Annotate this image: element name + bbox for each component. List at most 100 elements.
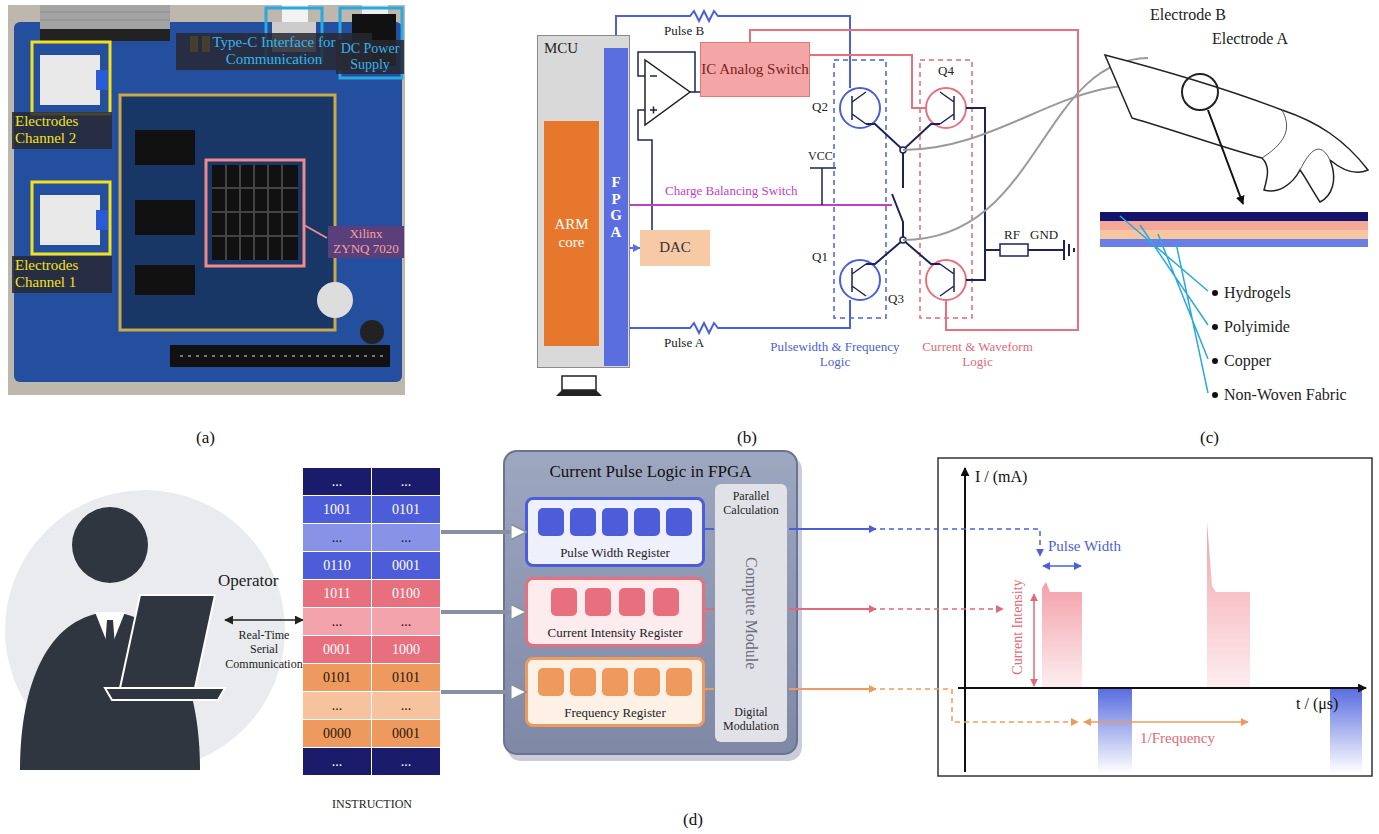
hand-illustration-part bbox=[1182, 74, 1218, 110]
board-photo-part bbox=[40, 5, 170, 31]
panel-title: Current Pulse Logic in FPGA bbox=[505, 462, 796, 482]
panel-letter: (b) bbox=[737, 428, 757, 448]
hand-illustration-part bbox=[1105, 55, 1368, 202]
pulse-chart-part bbox=[964, 468, 966, 772]
circuit-schematic-part bbox=[940, 92, 954, 124]
table-cell: 0100 bbox=[372, 580, 440, 607]
circuit-schematic-part bbox=[852, 92, 866, 124]
part-label: GND bbox=[1030, 228, 1058, 243]
board-photo-part bbox=[96, 210, 108, 230]
group-label: Pulsewidth & Frequency Logic bbox=[765, 340, 905, 370]
connector bbox=[441, 690, 525, 694]
register-cell bbox=[602, 668, 628, 696]
register-cells bbox=[528, 500, 702, 546]
register-cell bbox=[653, 588, 679, 616]
table-cell: 1001 bbox=[303, 496, 371, 523]
pulse-chart-part bbox=[1043, 565, 1081, 567]
board-photo-part bbox=[304, 225, 327, 238]
box-label: IC Analog Switch bbox=[701, 61, 809, 78]
fpga-block: FPGA bbox=[604, 48, 628, 366]
table-cell: 0001 bbox=[372, 552, 440, 579]
port-label: Electrodes Channel 1 bbox=[12, 256, 112, 293]
pulse-chart-part bbox=[938, 458, 1372, 776]
board-photo-part bbox=[170, 345, 390, 367]
connector-label: Real-Time Serial Communication bbox=[224, 628, 304, 671]
register-cell bbox=[538, 668, 564, 696]
connector bbox=[441, 610, 525, 614]
register-cell bbox=[619, 588, 645, 616]
board-photo-part bbox=[8, 5, 405, 395]
register-box: Current Intensity Register bbox=[525, 577, 705, 647]
register-cell bbox=[585, 588, 611, 616]
group-label: Current & Waveform Logic bbox=[915, 340, 1040, 370]
signal-name: Charge Balancing Switch bbox=[665, 184, 798, 199]
board-photo-part bbox=[40, 20, 170, 21]
figure-label: Operator bbox=[218, 571, 278, 591]
circuit-schematic-part bbox=[852, 264, 866, 296]
pulse-chart-part bbox=[880, 689, 1078, 722]
table-cell: ... bbox=[303, 524, 371, 551]
board-photo-part bbox=[135, 130, 195, 165]
layer-label: Copper bbox=[1224, 352, 1271, 370]
table-cell: 1000 bbox=[372, 636, 440, 663]
board-photo-part bbox=[135, 200, 195, 235]
layer-label: Hydrogels bbox=[1224, 284, 1291, 302]
table-cell: ... bbox=[303, 608, 371, 635]
pulse-chart-part bbox=[705, 688, 714, 690]
box-label: DAC bbox=[659, 239, 691, 256]
board-photo-part bbox=[40, 55, 100, 105]
register-cell bbox=[666, 668, 692, 696]
hand-illustration bbox=[1100, 55, 1368, 398]
dac-box: DAC bbox=[640, 230, 710, 266]
hand-illustration-part bbox=[1100, 212, 1368, 221]
pulse-chart-part bbox=[1042, 582, 1082, 688]
register-cell bbox=[570, 668, 596, 696]
board-photo-part bbox=[360, 320, 384, 344]
board-photo-part bbox=[96, 70, 108, 90]
table-cell: 0101 bbox=[372, 496, 440, 523]
circuit-schematic-part bbox=[840, 88, 880, 128]
board-photo-part bbox=[14, 22, 402, 382]
board-photo-part bbox=[32, 42, 110, 114]
dimension-label: Current Intensity bbox=[1010, 567, 1026, 687]
table-cell: ... bbox=[372, 692, 440, 719]
vertical-label: FPGA bbox=[609, 174, 624, 240]
circuit-schematic-part bbox=[628, 204, 892, 206]
axis-label: t / (μs) bbox=[1296, 695, 1338, 713]
circuit-schematic-part bbox=[645, 60, 690, 125]
board-photo-part bbox=[212, 165, 298, 260]
circuit-schematic-part bbox=[926, 88, 966, 128]
board-photo-part bbox=[32, 182, 110, 254]
signal-name: Pulse A bbox=[664, 336, 704, 351]
board-photo-part bbox=[317, 282, 353, 318]
register-label: Current Intensity Register bbox=[528, 626, 702, 641]
register-cells bbox=[528, 660, 702, 706]
table-cell: ... bbox=[372, 468, 440, 495]
pulse-chart-part bbox=[880, 529, 1040, 556]
layer-label: Polyimide bbox=[1224, 318, 1290, 336]
panel-letter: (d) bbox=[683, 810, 703, 830]
mcu-box: MCU ARM core FPGA bbox=[537, 35, 630, 368]
pulse-chart-part bbox=[789, 688, 876, 690]
circuit-schematic-part bbox=[1000, 244, 1028, 256]
dimension-label: 1/Frequency bbox=[1140, 730, 1215, 747]
board-photo bbox=[8, 5, 405, 395]
box-title: MCU bbox=[544, 40, 578, 57]
circuit-schematic-part bbox=[650, 76, 657, 114]
core-block: ARM core bbox=[544, 121, 599, 346]
table-cell: 0001 bbox=[372, 720, 440, 747]
hand-illustration-part bbox=[1212, 392, 1218, 398]
pulse-chart-part bbox=[789, 608, 876, 610]
signal-name: Pulse B bbox=[664, 24, 704, 39]
part-label: Q2 bbox=[812, 100, 828, 115]
pulse-chart-part bbox=[1033, 594, 1035, 686]
board-photo-part bbox=[120, 95, 335, 330]
circuit-schematic-part bbox=[810, 168, 836, 205]
connector bbox=[441, 530, 525, 534]
operator-icon-part bbox=[120, 595, 215, 688]
table-cell: ... bbox=[303, 468, 371, 495]
register-cell bbox=[602, 508, 628, 536]
circuit-schematic-part bbox=[638, 52, 700, 230]
compute-module: Parallel CalculationCompute ModuleDigita… bbox=[715, 484, 787, 742]
